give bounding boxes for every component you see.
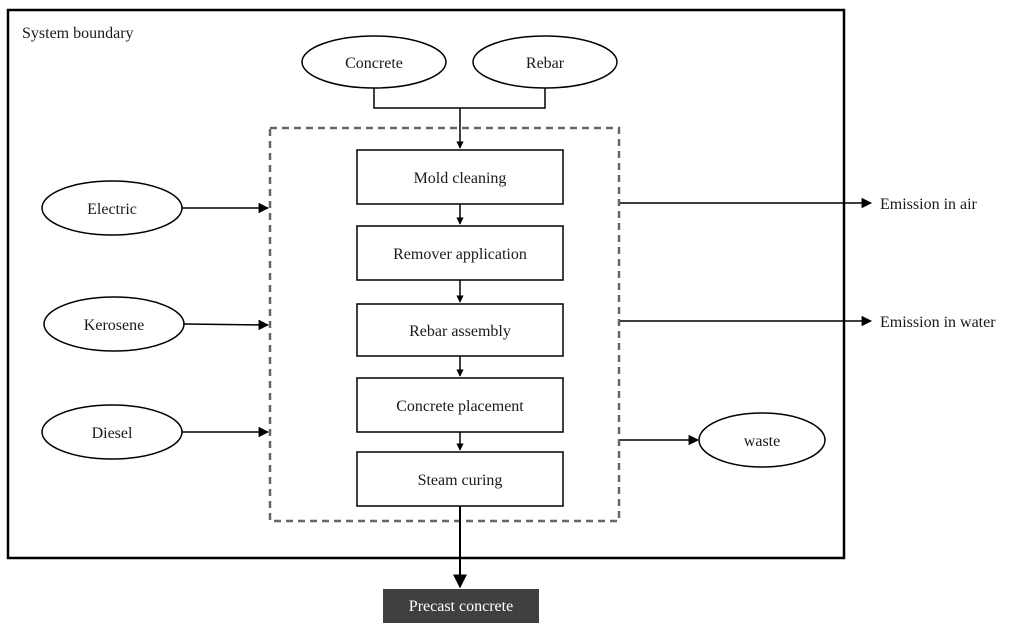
arrow-kerosene: [183, 319, 270, 331]
final-product-box: [383, 589, 539, 623]
emission-air-label: Emission in air: [880, 196, 978, 213]
step-steam-curing-box: [356, 451, 564, 507]
step-remover-application-label: Remover application: [393, 246, 527, 263]
system-boundary-box: [6, 8, 846, 560]
input-kerosene-label: Kerosene: [84, 317, 144, 334]
step-steam-curing-label: Steam curing: [418, 472, 503, 489]
input-rebar-label: Rebar: [526, 55, 565, 72]
step-remover-application-box: [356, 225, 564, 281]
step-concrete-placement-box: [356, 377, 564, 433]
step-concrete-placement-label: Concrete placement: [396, 398, 524, 415]
process-boundary-box: [268, 126, 621, 523]
input-concrete-label: Concrete: [345, 55, 403, 72]
system-boundary-label: System boundary: [22, 25, 134, 42]
input-electric-label: Electric: [87, 201, 137, 218]
step-mold-cleaning-label: Mold cleaning: [414, 170, 507, 187]
top-inputs-connector: [373, 88, 546, 109]
final-product-label: Precast concrete: [409, 598, 513, 615]
step-rebar-assembly-label: Rebar assembly: [409, 323, 511, 340]
input-diesel-label: Diesel: [92, 425, 133, 442]
emission-water-label: Emission in water: [880, 314, 996, 331]
output-waste-label: waste: [744, 433, 780, 450]
output-waste-ellipse: [698, 412, 826, 468]
